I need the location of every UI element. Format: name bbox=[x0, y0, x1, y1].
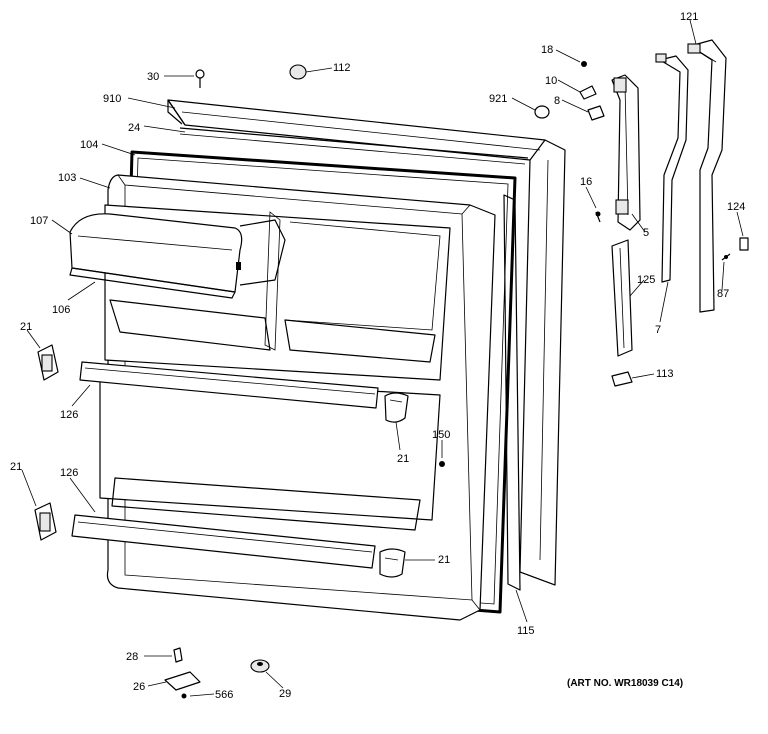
callout-8: 8 bbox=[554, 95, 560, 107]
callout-125: 125 bbox=[637, 274, 655, 286]
hinge-plate-26 bbox=[164, 671, 201, 691]
callout-18: 18 bbox=[541, 44, 553, 56]
shelf-end-cap-right-upper bbox=[384, 392, 409, 423]
handle-trim-7 bbox=[655, 53, 689, 283]
screw-18 bbox=[581, 61, 587, 67]
callout-28: 28 bbox=[126, 651, 138, 663]
callout-121: 121 bbox=[680, 11, 698, 23]
callout-30: 30 bbox=[147, 71, 159, 83]
door-shelf-bar-upper bbox=[79, 361, 379, 409]
callout-21-right-upper: 21 bbox=[397, 453, 409, 465]
screw-87 bbox=[721, 253, 731, 261]
callout-29: 29 bbox=[279, 688, 291, 700]
shelf-end-cap-left-upper bbox=[37, 344, 59, 381]
callout-16: 16 bbox=[580, 176, 592, 188]
end-cap-124 bbox=[739, 237, 749, 251]
hinge-pin-10 bbox=[579, 85, 597, 100]
callout-566: 566 bbox=[215, 689, 233, 701]
shelf-end-cap-left-lower bbox=[34, 502, 57, 541]
callout-103: 103 bbox=[58, 172, 76, 184]
outer-door-panel bbox=[167, 99, 566, 586]
callout-106: 106 bbox=[52, 304, 70, 316]
callout-7: 7 bbox=[655, 324, 661, 336]
callout-26: 26 bbox=[133, 681, 145, 693]
shelf-end-cap-right-lower bbox=[379, 548, 406, 578]
callout-labels: 30 112 910 24 104 103 107 106 21 126 21 … bbox=[10, 11, 745, 701]
screw-566 bbox=[181, 693, 187, 699]
trim-125 bbox=[611, 239, 633, 357]
callout-113: 113 bbox=[656, 368, 674, 380]
stop-28 bbox=[173, 647, 183, 663]
callout-112: 112 bbox=[333, 62, 351, 74]
callout-126-upper: 126 bbox=[60, 409, 78, 421]
callout-910: 910 bbox=[103, 93, 121, 105]
art-number: (ART NO. WR18039 C14) bbox=[567, 678, 683, 689]
callout-107: 107 bbox=[30, 215, 48, 227]
plug-921 bbox=[534, 105, 550, 119]
callout-21-left-lower: 21 bbox=[10, 461, 22, 473]
callout-124: 124 bbox=[727, 201, 745, 213]
callout-104: 104 bbox=[80, 139, 98, 151]
callout-126-lower: 126 bbox=[60, 467, 78, 479]
clip-113 bbox=[611, 371, 633, 387]
leader-lines bbox=[21, 19, 744, 697]
callout-10: 10 bbox=[545, 75, 557, 87]
callout-24: 24 bbox=[128, 122, 140, 134]
callout-921: 921 bbox=[489, 93, 507, 105]
breaker-strip bbox=[179, 127, 529, 165]
plug-112 bbox=[289, 64, 307, 80]
callout-115: 115 bbox=[517, 625, 535, 637]
screw-30 bbox=[195, 69, 205, 88]
callout-21-left-upper: 21 bbox=[20, 321, 32, 333]
callout-87: 87 bbox=[717, 288, 729, 300]
spacer-8 bbox=[587, 105, 605, 121]
door-handle-5 bbox=[611, 74, 641, 231]
callout-21-right-lower: 21 bbox=[438, 554, 450, 566]
door-seal-strip bbox=[503, 194, 521, 591]
callout-5: 5 bbox=[643, 227, 649, 239]
callout-150: 150 bbox=[432, 429, 450, 441]
dairy-compartment-door bbox=[69, 213, 286, 299]
bumper-29 bbox=[250, 659, 270, 673]
screw-150 bbox=[439, 461, 445, 467]
door-shelf-bar-lower bbox=[71, 514, 376, 569]
handle-trim-121 bbox=[687, 39, 727, 313]
screw-16 bbox=[595, 211, 601, 223]
